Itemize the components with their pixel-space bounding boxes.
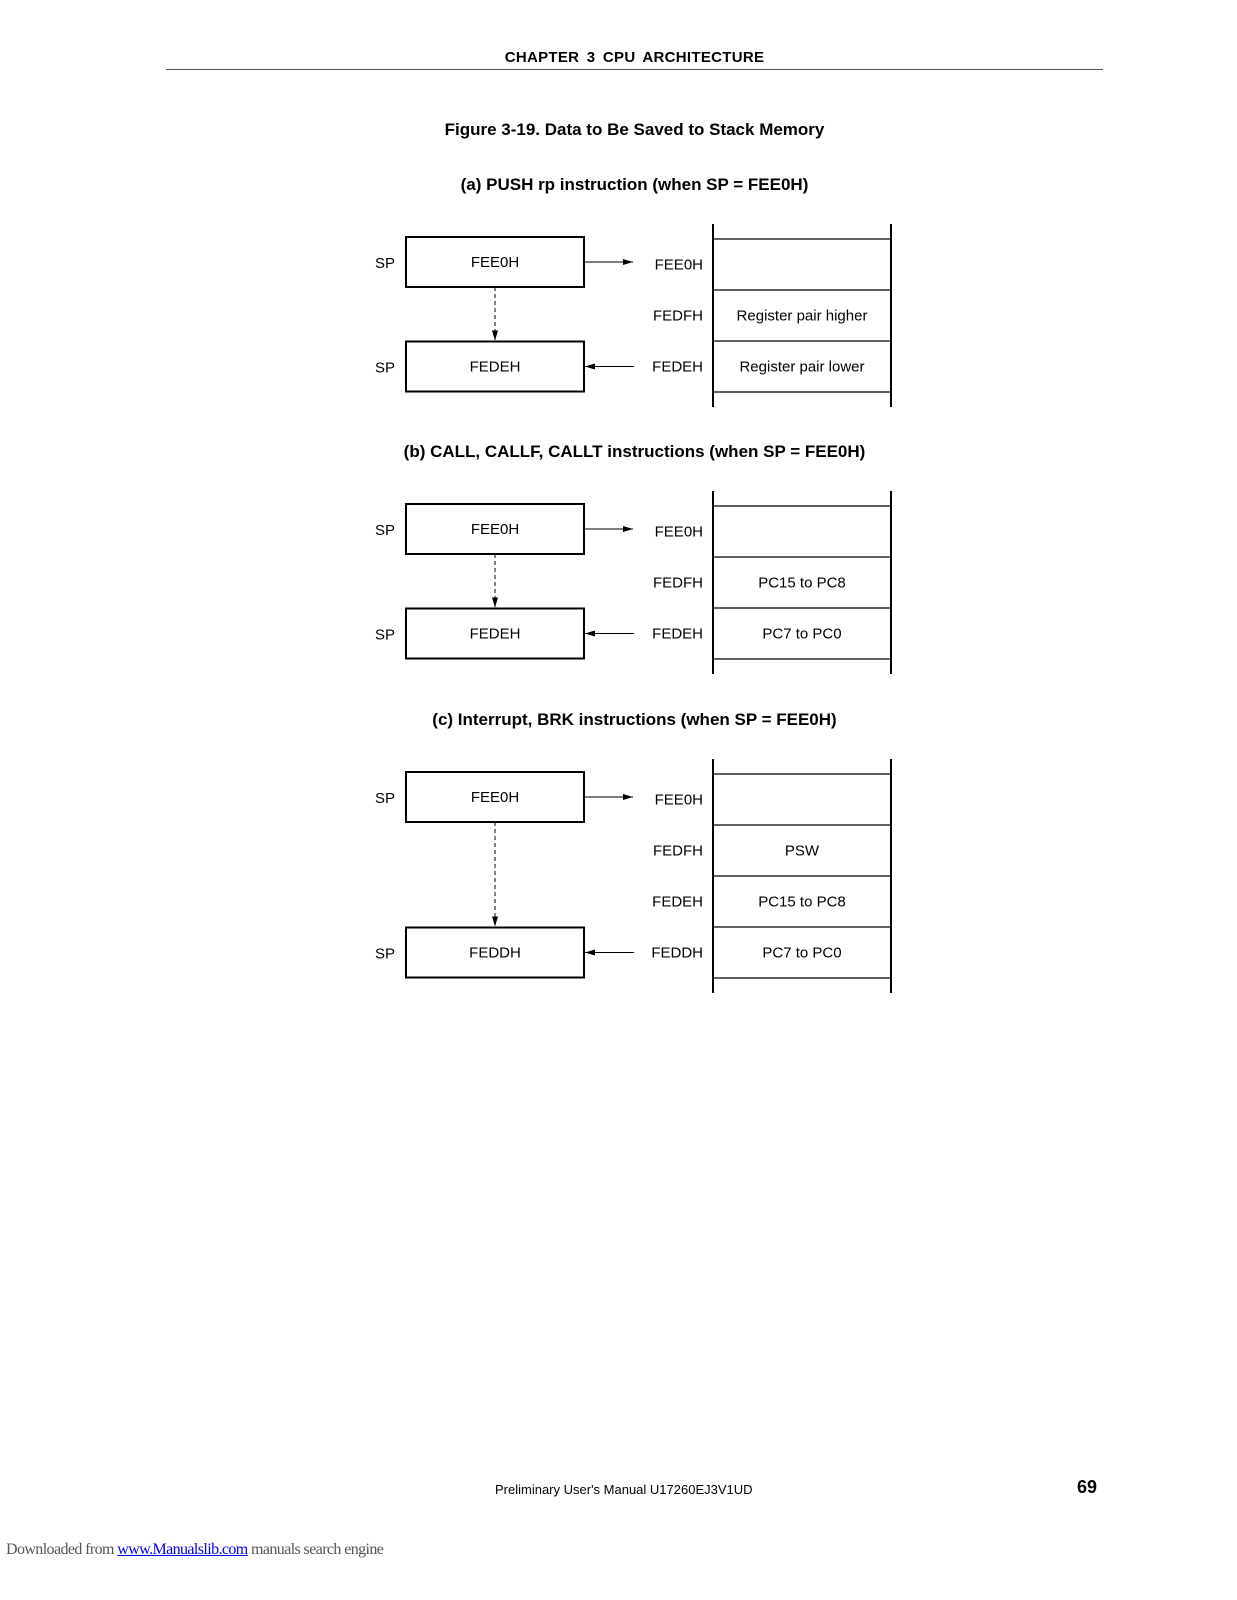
header-rule [166,69,1103,70]
stack-address: FEDFH [653,308,703,325]
stack-content: Register pair higher [737,308,868,325]
stack-content: PC7 to PC0 [762,945,841,962]
stack-address: FEE0H [655,792,703,809]
footer-manual: Preliminary User's Manual U17260EJ3V1UD [495,1482,753,1497]
chapter-header: CHAPTER 3 CPU ARCHITECTURE [504,49,765,66]
sp-label: SP [375,360,395,377]
stack-content: Register pair lower [739,359,864,376]
sp-after-box [405,607,585,660]
figure-title: Figure 3-19. Data to Be Saved to Stack M… [444,120,825,139]
sp-label: SP [375,790,395,807]
sp-after-box [405,926,585,979]
sp-after-box [405,340,585,393]
stack-content: PSW [785,843,820,860]
stack-address: FEDEH [652,894,703,911]
sp-before-value: FEE0H [471,789,519,806]
stack-address: FEDDH [651,945,703,962]
sp-before-value: FEE0H [471,521,519,538]
sp-after-value: FEDEH [470,626,521,643]
part-a-title: (a) PUSH rp instruction (when SP = FEE0H… [460,175,809,194]
stack-address: FEDFH [653,575,703,592]
page-number: 69 [1077,1477,1098,1497]
sp-label: SP [375,627,395,644]
manualslib-link[interactable]: www.Manualslib.com [117,1541,248,1558]
sp-label: SP [375,522,395,539]
stack-content: PC15 to PC8 [758,575,846,592]
sp-label: SP [375,946,395,963]
part-c-title: (c) Interrupt, BRK instructions (when SP… [432,710,837,729]
sp-after-value: FEDEH [470,359,521,376]
stack-content: PC15 to PC8 [758,894,846,911]
part-b-title: (b) CALL, CALLF, CALLT instructions (whe… [403,442,866,461]
stack-content: PC7 to PC0 [762,626,841,643]
sp-label: SP [375,255,395,272]
download-bar: Downloaded from www.Manualslib.com manua… [6,1541,384,1559]
sp-before-value: FEE0H [471,254,519,271]
stack-address: FEDEH [652,359,703,376]
download-prefix: Downloaded from [6,1541,118,1558]
stack-address: FEE0H [655,524,703,541]
download-suffix: manuals search engine [247,1541,384,1558]
sp-after-value: FEDDH [469,945,521,962]
stack-address: FEE0H [655,257,703,274]
stack-address: FEDFH [653,843,703,860]
stack-address: FEDEH [652,626,703,643]
